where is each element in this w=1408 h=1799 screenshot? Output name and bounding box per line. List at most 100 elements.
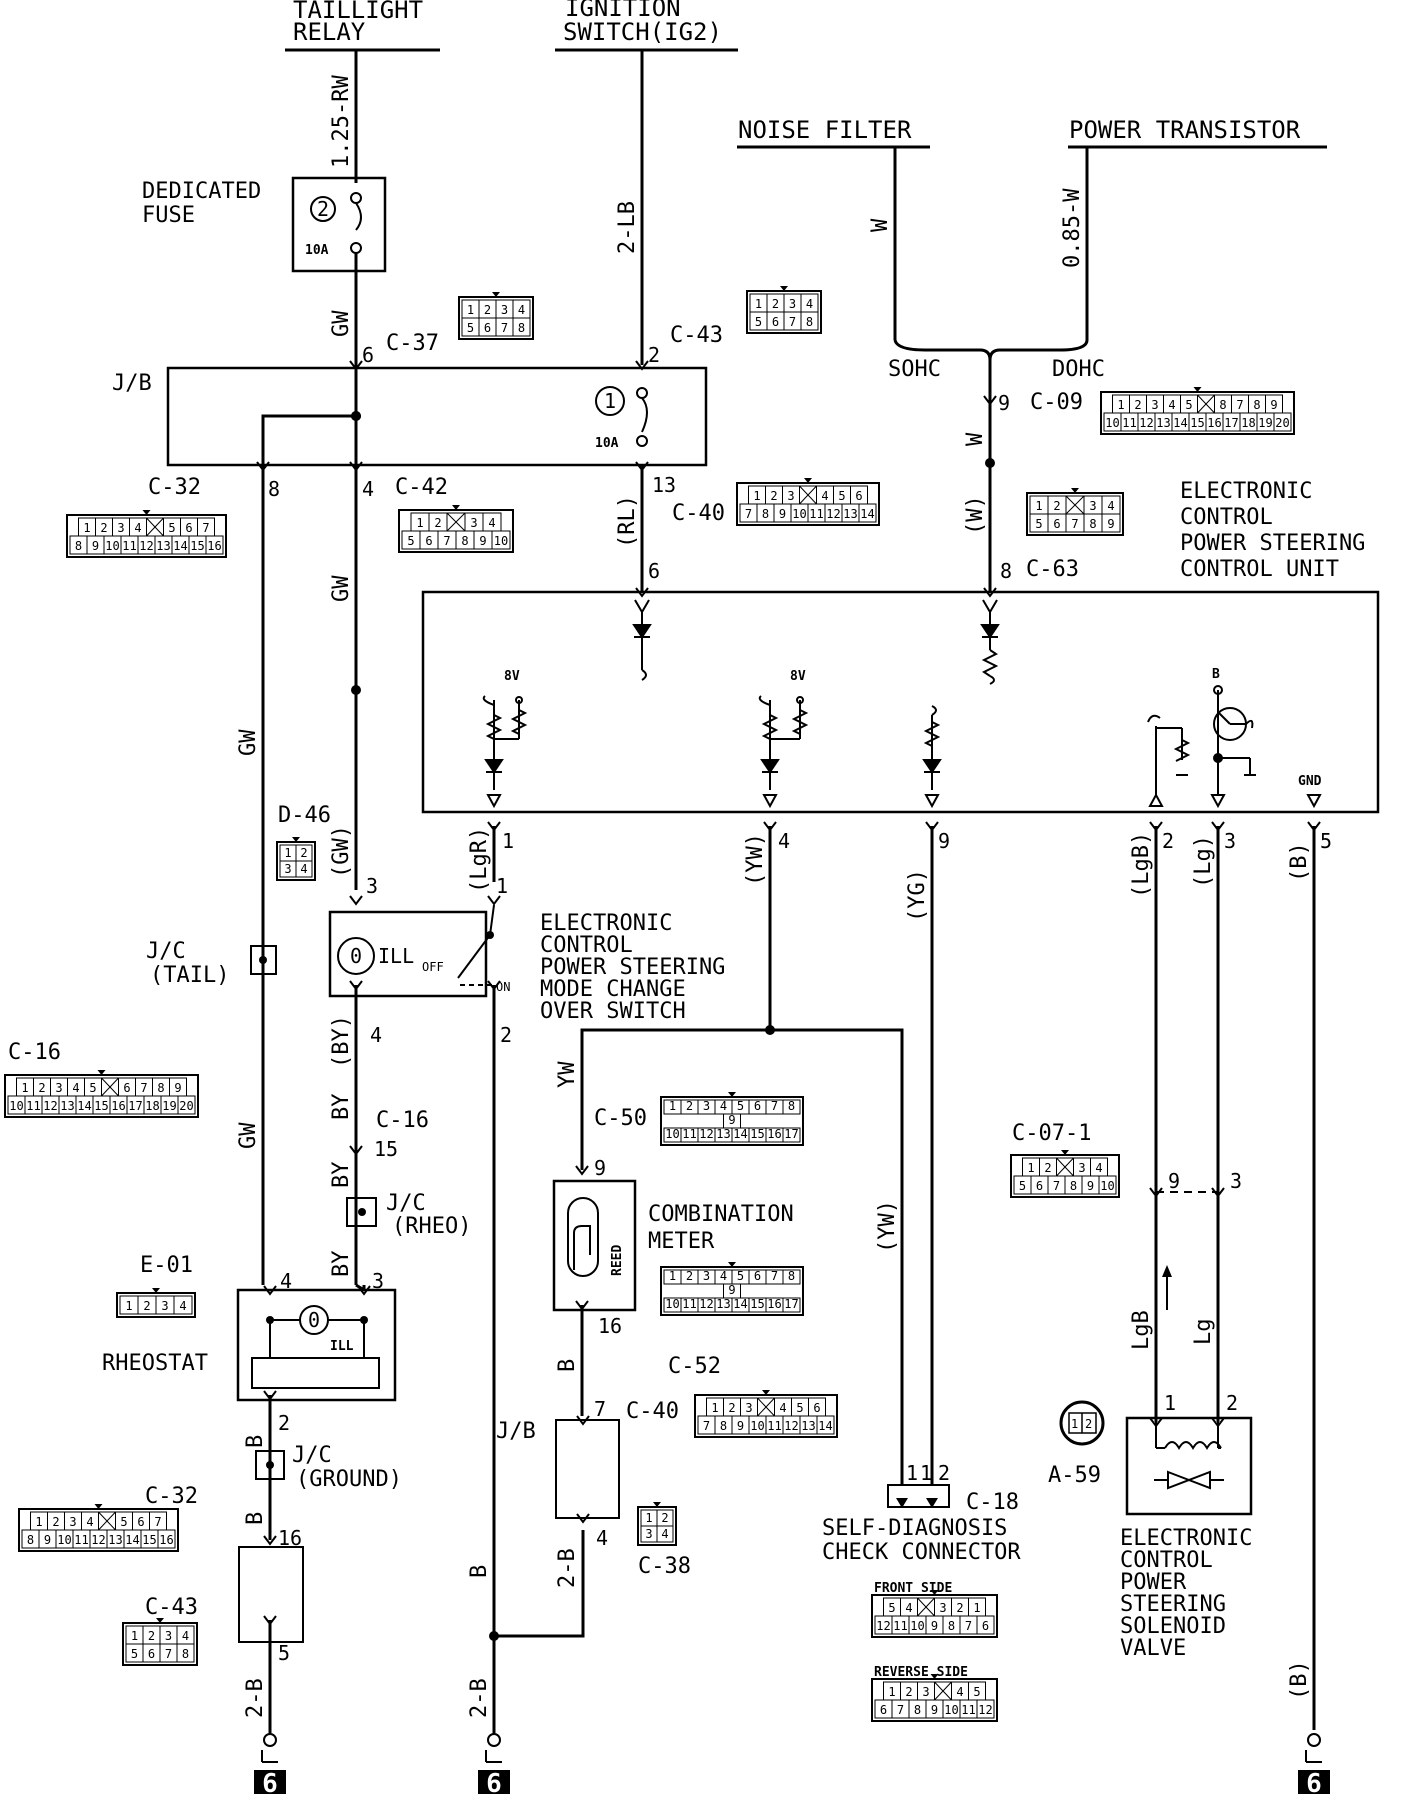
switch-label-2: CONTROL	[540, 933, 633, 958]
switch-ill: ILL	[378, 944, 414, 968]
terminal-mark	[487, 980, 501, 991]
ignition-switch-line1: IGNITION	[565, 0, 681, 22]
wire-2-b-3: 2-B	[467, 1678, 492, 1718]
connector-pin: 8	[762, 507, 769, 521]
connector-pin: 4	[806, 297, 813, 311]
jc-tail: J/C (TAIL)	[146, 939, 277, 988]
connector-pin: 6	[855, 489, 862, 503]
connector-pin: 4	[86, 1515, 93, 1529]
terminal-mark	[575, 1165, 589, 1176]
connector-pin: 2	[1044, 1161, 1051, 1175]
connector-pin: 10	[910, 1619, 924, 1633]
terminal-mark	[487, 895, 501, 906]
connector-pin: 13	[60, 1099, 74, 1113]
terminal-mark	[925, 821, 939, 832]
pin-1-b: 1	[496, 874, 508, 898]
connector-pin: 8	[788, 1269, 795, 1283]
connector-pin: 8	[1089, 517, 1096, 531]
connector-pin: 1	[1117, 398, 1124, 412]
conn-c42: C-42	[395, 475, 448, 500]
connector-pin: 10	[1100, 1179, 1114, 1193]
connector-pin: 7	[745, 507, 752, 521]
connector-pin: 14	[77, 1099, 91, 1113]
terminal-mark	[349, 895, 363, 906]
ecu-label-2: CONTROL	[1180, 505, 1273, 530]
connector-pin: 2	[143, 1299, 150, 1313]
solenoid-6: VALVE	[1120, 1636, 1186, 1661]
connector-labels: C-37 C-43 C-09 C-32 C-42 C-40 C-63 D-46 …	[8, 323, 1101, 1620]
noise-filter-label: NOISE FILTER	[738, 116, 912, 144]
wire-yw: YW	[555, 1061, 580, 1088]
rheostat-label: RHEOSTAT	[102, 1351, 208, 1376]
terminal-mark	[349, 980, 363, 991]
connector-pin: 14	[818, 1419, 832, 1433]
wire-yg: (YG)	[905, 869, 930, 922]
pin-4-a: 4	[362, 477, 374, 501]
terminal-marks	[256, 360, 1321, 1641]
pin-2-b: 2	[1162, 829, 1174, 853]
dedicated-fuse: 2 10A DEDICATED FUSE	[142, 176, 387, 273]
connector-pin: 11	[682, 1297, 696, 1311]
connector-pin: 11	[682, 1127, 696, 1141]
pin-2-f: 2	[1226, 1391, 1238, 1415]
dedicated-fuse-label-2: FUSE	[142, 203, 195, 228]
combination-meter: REED COMBINATION METER	[552, 1179, 794, 1312]
rheo-ill: ILL	[330, 1339, 354, 1354]
header-noise-filter: NOISE FILTER	[737, 116, 930, 149]
wire-1-25-rw: 1.25-RW	[329, 75, 354, 168]
connector-pin: 1	[755, 297, 762, 311]
ground-number: 6	[486, 1769, 502, 1794]
terminal-mark	[263, 1285, 277, 1296]
connector-pin: 6	[137, 1515, 144, 1529]
connector-pin: 8	[720, 1419, 727, 1433]
fuse-2-rating: 10A	[305, 243, 329, 258]
pin-7: 7	[594, 1397, 606, 1421]
wire-b-1: B	[243, 1435, 268, 1448]
connector-pin: 2	[1053, 499, 1060, 513]
connector-pin: 3	[55, 1081, 62, 1095]
connector-pin: 1	[1035, 499, 1042, 513]
connector-pin: 10	[57, 1533, 71, 1547]
connector-pin: 2	[434, 516, 441, 530]
pin-2: 2	[648, 343, 660, 367]
connector-pin: 9	[728, 1283, 735, 1297]
jb-top-label: J/B	[112, 371, 152, 396]
wire-by-2: BY	[329, 1162, 354, 1189]
connector-pin: 3	[787, 489, 794, 503]
taillight-relay-line1: TAILLIGHT	[293, 0, 423, 24]
solenoid-valve: ELECTRONIC CONTROL POWER STEERING SOLENO…	[1120, 1416, 1252, 1661]
jc-tail-2: (TAIL)	[150, 963, 229, 988]
wire-0-85-w: 0.85-W	[1060, 188, 1085, 268]
ecu-gnd: GND	[1298, 774, 1322, 789]
connector-pin: 3	[645, 1527, 652, 1541]
jc-tail-1: J/C	[146, 939, 186, 964]
connector-pin: 1	[711, 1401, 718, 1415]
connector-pin: 14	[733, 1127, 747, 1141]
connector-pin: 1	[888, 1685, 895, 1699]
connector-pin: 3	[1151, 398, 1158, 412]
wire-by-3: BY	[329, 1251, 354, 1278]
terminal-mark	[763, 821, 777, 832]
connector-pin: 9	[728, 1113, 735, 1127]
jc-ground: J/C (GROUND)	[255, 1443, 402, 1492]
connector-pin: 2	[484, 303, 491, 317]
ground-3: 6	[1298, 1733, 1330, 1799]
a59-pin2: 2	[1085, 1417, 1092, 1431]
wire-2-lb: 2-LB	[615, 201, 640, 254]
connector-pin: 8	[1070, 1179, 1077, 1193]
terminal-mark	[349, 1145, 363, 1156]
pin-3-d: 3	[372, 1269, 384, 1293]
connector-pin: 8	[806, 315, 813, 329]
pin-1-c: 1	[906, 1461, 918, 1485]
terminal-mark	[1211, 1417, 1225, 1428]
connector-pin: 3	[284, 862, 291, 876]
self-diag-2: CHECK CONNECTOR	[822, 1540, 1021, 1565]
wire-labels: 1.25-RW 2-LB W 0.85-W GW GW GW GW (RL) W…	[236, 75, 1312, 1718]
